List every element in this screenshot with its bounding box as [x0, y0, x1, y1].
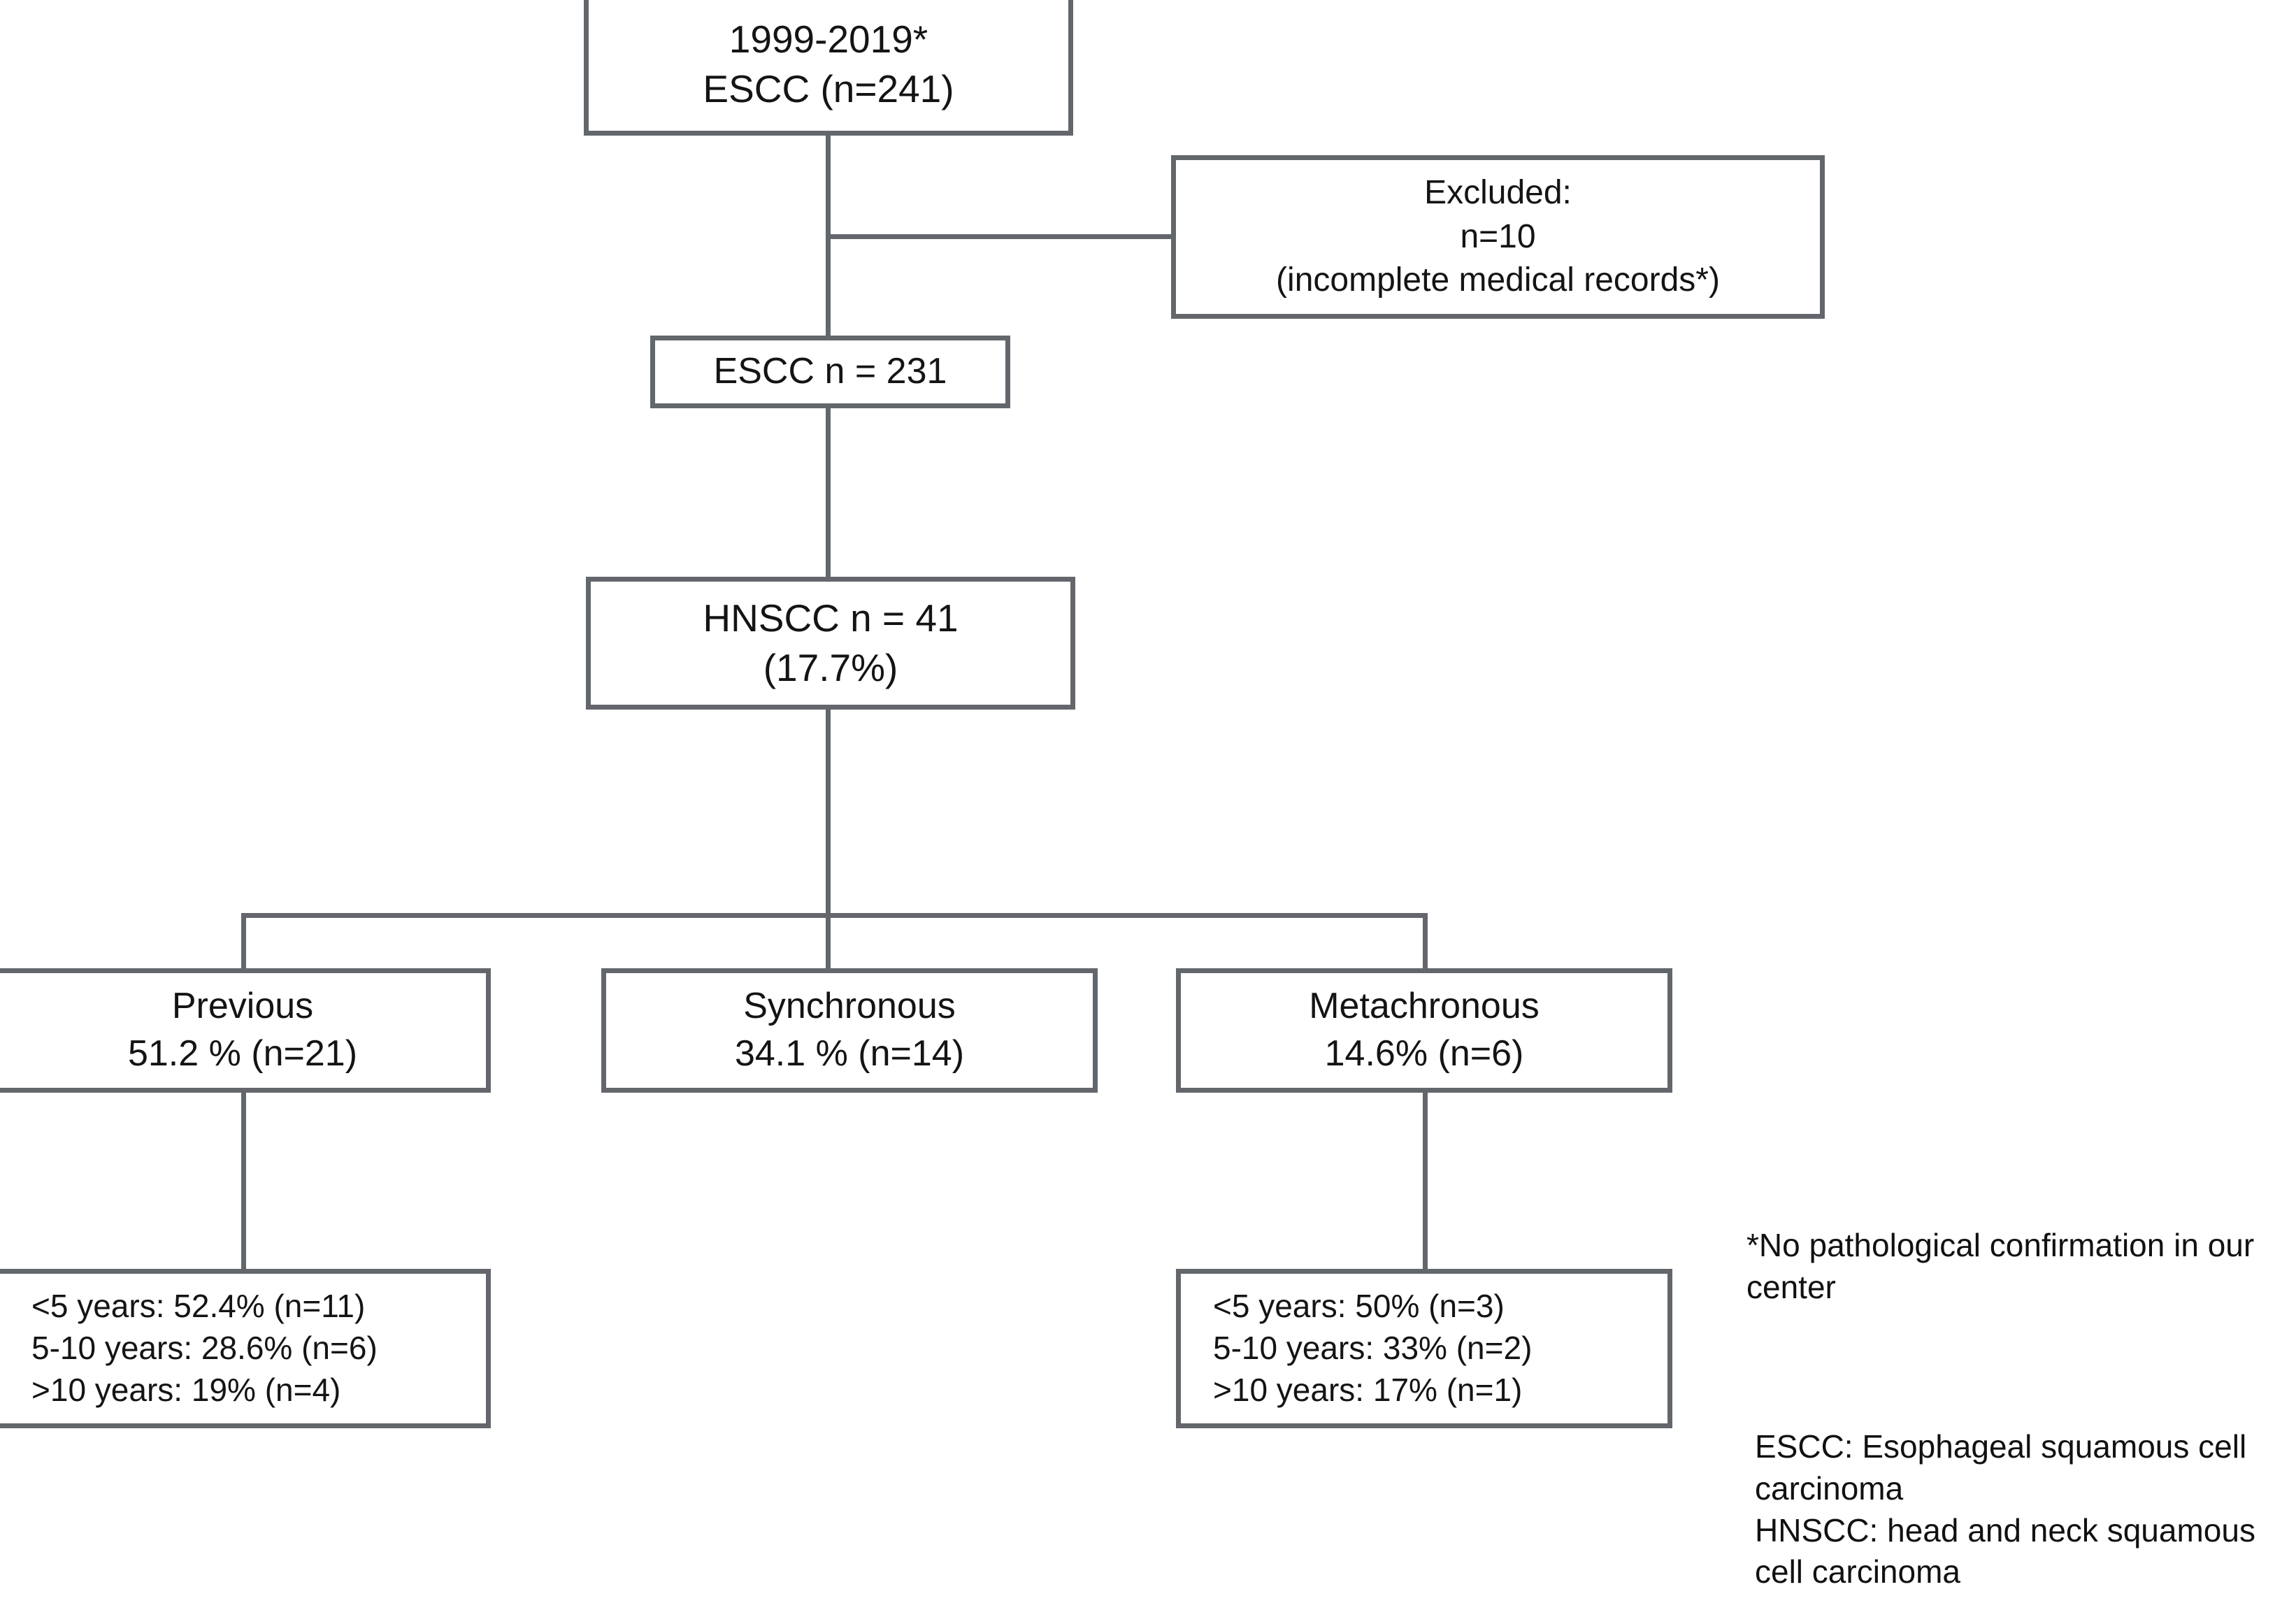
metachronous-interval-5to10: 5-10 years: 33% (n=2) — [1213, 1330, 1533, 1367]
footnote-text: *No pathological confirmation in our cen… — [1746, 1227, 2263, 1305]
previous-group-value: 51.2 % (n=21) — [127, 1033, 358, 1074]
previous-group-title: Previous — [171, 986, 314, 1027]
previous-interval-gt10: >10 years: 19% (n=4) — [31, 1371, 341, 1408]
previous-interval-breakdown-box[interactable]: <5 years: 52.4% (n=11) 5-10 years: 28.6%… — [0, 1269, 491, 1428]
escc-included-box[interactable]: ESCC n = 231 — [650, 336, 1010, 408]
metachronous-group-box[interactable]: Metachronous 14.6% (n=6) — [1176, 968, 1672, 1093]
synchronous-group-title: Synchronous — [743, 986, 956, 1027]
source-cohort-line-1: 1999-2019* — [729, 17, 928, 61]
excluded-line-3: (incomplete medical records*) — [1276, 261, 1720, 299]
metachronous-interval-lt5: <5 years: 50% (n=3) — [1213, 1288, 1505, 1325]
previous-interval-5to10: 5-10 years: 28.6% (n=6) — [31, 1330, 378, 1367]
hnscc-total-line-2: (17.7%) — [763, 646, 898, 689]
excluded-box[interactable]: Excluded: n=10 (incomplete medical recor… — [1171, 155, 1825, 319]
previous-interval-lt5: <5 years: 52.4% (n=11) — [31, 1288, 366, 1325]
abbreviations-text: ESCC: Esophageal squamous cell carcinoma… — [1755, 1428, 2255, 1590]
connector-leg-synchronous — [826, 913, 831, 970]
metachronous-group-title: Metachronous — [1309, 986, 1540, 1027]
previous-group-box[interactable]: Previous 51.2 % (n=21) — [0, 968, 491, 1093]
escc-included-label: ESCC n = 231 — [713, 351, 947, 392]
metachronous-group-value: 14.6% (n=6) — [1324, 1033, 1524, 1074]
connector-split-bar — [241, 913, 1428, 918]
hnscc-total-line-1: HNSCC n = 41 — [703, 596, 959, 640]
connector-previous-to-detail — [241, 1091, 246, 1271]
source-cohort-line-2: ESCC (n=241) — [703, 67, 954, 110]
excluded-line-2: n=10 — [1460, 217, 1536, 255]
metachronous-interval-gt10: >10 years: 17% (n=1) — [1213, 1371, 1523, 1408]
excluded-line-1: Excluded: — [1424, 174, 1572, 212]
connector-escc-to-hnscc — [826, 405, 831, 580]
metachronous-interval-breakdown-box[interactable]: <5 years: 50% (n=3) 5-10 years: 33% (n=2… — [1176, 1269, 1672, 1428]
synchronous-group-box[interactable]: Synchronous 34.1 % (n=14) — [601, 968, 1098, 1093]
connector-leg-previous — [241, 913, 246, 970]
connector-hnscc-to-split — [826, 707, 831, 917]
connector-leg-metachronous — [1423, 913, 1428, 970]
connector-to-excluded — [826, 234, 1175, 239]
source-cohort-box[interactable]: 1999-2019* ESCC (n=241) — [584, 0, 1073, 136]
synchronous-group-value: 34.1 % (n=14) — [734, 1033, 965, 1074]
hnscc-total-box[interactable]: HNSCC n = 41 (17.7%) — [586, 577, 1075, 710]
connector-metachronous-to-detail — [1423, 1091, 1428, 1271]
